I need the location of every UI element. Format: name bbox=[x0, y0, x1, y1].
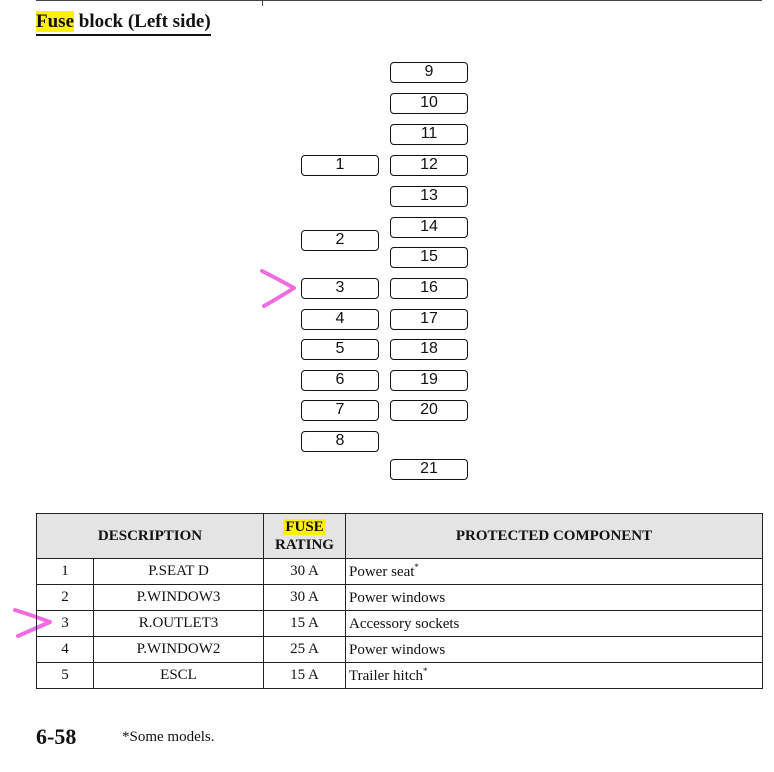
component-text: Accessory sockets bbox=[349, 616, 460, 632]
footnote-mark: * bbox=[414, 562, 419, 572]
fuse-number: 1 bbox=[36, 558, 94, 585]
fuse-table: DESCRIPTION FUSE RATING PROTECTED COMPONE… bbox=[36, 513, 763, 689]
protected-component: Power seat* bbox=[345, 558, 763, 585]
component-text: Power windows bbox=[349, 642, 446, 658]
fuse-number: 2 bbox=[36, 584, 94, 611]
header-protected-component: PROTECTED COMPONENT bbox=[345, 513, 763, 559]
fuse-slot-5: 5 bbox=[301, 339, 379, 360]
fuse-rating: 30 A bbox=[263, 584, 346, 611]
fuse-slot-4: 4 bbox=[301, 309, 379, 330]
fuse-slot-19: 19 bbox=[390, 370, 468, 391]
fuse-slot-8: 8 bbox=[301, 431, 379, 452]
heading-highlighted-word: Fuse bbox=[36, 11, 74, 32]
protected-component: Trailer hitch* bbox=[345, 662, 763, 689]
fuse-slot-11: 11 bbox=[390, 124, 468, 145]
table-row: 5 ESCL 15 A Trailer hitch* bbox=[36, 662, 763, 689]
table-header-row: DESCRIPTION FUSE RATING PROTECTED COMPONE… bbox=[36, 513, 763, 559]
fuse-slot-21: 21 bbox=[390, 459, 468, 480]
fuse-rating: 30 A bbox=[263, 558, 346, 585]
fuse-slot-18: 18 bbox=[390, 339, 468, 360]
fuse-slot-3: 3 bbox=[301, 278, 379, 299]
top-rule bbox=[36, 0, 762, 1]
annotation-arrow-diagram bbox=[260, 269, 296, 308]
fuse-slot-2: 2 bbox=[301, 230, 379, 251]
fuse-slot-14: 14 bbox=[390, 217, 468, 238]
section-heading: Fuse block (Left side) bbox=[36, 11, 211, 36]
header-fuse-rating: FUSE RATING bbox=[263, 513, 346, 559]
fuse-description: P.SEAT D bbox=[93, 558, 264, 585]
top-rule-tick bbox=[262, 0, 263, 6]
header-description: DESCRIPTION bbox=[36, 513, 264, 559]
component-text: Trailer hitch bbox=[349, 668, 424, 684]
fuse-number: 4 bbox=[36, 636, 94, 663]
fuse-rating: 15 A bbox=[263, 610, 346, 637]
fuse-slot-1: 1 bbox=[301, 155, 379, 176]
fuse-rating: 15 A bbox=[263, 662, 346, 689]
protected-component: Accessory sockets bbox=[345, 610, 763, 637]
fuse-description: P.WINDOW2 bbox=[93, 636, 264, 663]
footnote: *Some models. bbox=[122, 729, 215, 745]
page-number: 6-58 bbox=[36, 724, 77, 749]
table-row: 3 R.OUTLET3 15 A Accessory sockets bbox=[36, 610, 763, 637]
table-row: 1 P.SEAT D 30 A Power seat* bbox=[36, 558, 763, 585]
fuse-slot-10: 10 bbox=[390, 93, 468, 114]
fuse-slot-7: 7 bbox=[301, 400, 379, 421]
table-row: 2 P.WINDOW3 30 A Power windows bbox=[36, 584, 763, 611]
heading-text: block (Left side) bbox=[74, 11, 211, 32]
component-text: Power seat bbox=[349, 564, 415, 580]
fuse-description: P.WINDOW3 bbox=[93, 584, 264, 611]
fuse-slot-15: 15 bbox=[390, 247, 468, 268]
fuse-slot-20: 20 bbox=[390, 400, 468, 421]
protected-component: Power windows bbox=[345, 636, 763, 663]
protected-component: Power windows bbox=[345, 584, 763, 611]
fuse-number: 3 bbox=[36, 610, 94, 637]
table-row: 4 P.WINDOW2 25 A Power windows bbox=[36, 636, 763, 663]
fuse-description: ESCL bbox=[93, 662, 264, 689]
header-rating-line2: RATING bbox=[275, 537, 334, 553]
header-rating-highlighted: FUSE bbox=[283, 519, 326, 535]
fuse-description: R.OUTLET3 bbox=[93, 610, 264, 637]
fuse-slot-6: 6 bbox=[301, 370, 379, 391]
fuse-slot-17: 17 bbox=[390, 309, 468, 330]
fuse-slot-9: 9 bbox=[390, 62, 468, 83]
footnote-mark: * bbox=[423, 666, 428, 676]
fuse-slot-16: 16 bbox=[390, 278, 468, 299]
fuse-slot-12: 12 bbox=[390, 155, 468, 176]
component-text: Power windows bbox=[349, 590, 446, 606]
fuse-number: 5 bbox=[36, 662, 94, 689]
fuse-slot-13: 13 bbox=[390, 186, 468, 207]
fuse-rating: 25 A bbox=[263, 636, 346, 663]
